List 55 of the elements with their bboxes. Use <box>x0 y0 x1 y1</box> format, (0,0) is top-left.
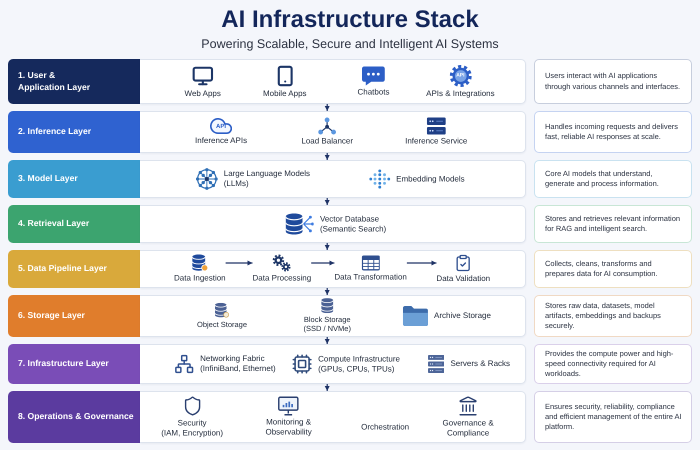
component-label: Monitoring & Observability <box>264 418 313 438</box>
component-label: Data Transformation <box>334 272 407 282</box>
layer-panel <box>140 160 526 198</box>
component-label: Orchestration <box>361 422 410 432</box>
component-label: Archive Storage <box>434 311 491 321</box>
arrow <box>324 104 330 111</box>
title: AI Infrastructure Stack <box>221 5 479 34</box>
component-label: Data Validation <box>436 274 490 284</box>
component-label: APIs & Integrations <box>426 88 495 98</box>
component-label: Web Apps <box>184 88 221 98</box>
layer-label: 2. Inference Layer <box>8 111 140 153</box>
layer-panel <box>140 391 526 443</box>
arrow <box>324 153 330 160</box>
component-label: Inference Service <box>405 136 468 146</box>
component-label: Data Processing <box>252 274 312 284</box>
component-label: Chatbots <box>358 87 390 97</box>
layer-label: 5. Data Pipeline Layer <box>8 250 140 288</box>
arrow <box>324 288 330 295</box>
layer-panel <box>140 205 526 243</box>
layer-panel <box>140 344 526 384</box>
layer-label: 4. Retrieval Layer <box>8 205 140 243</box>
component-label: Data Ingestion <box>174 274 226 284</box>
layer-panel <box>140 59 526 104</box>
layer-label: 8. Operations & Governance <box>8 391 140 443</box>
component-label: Security <box>178 418 207 428</box>
layer-panel <box>140 295 526 337</box>
layer-panel <box>140 250 526 288</box>
component-label: (LLMs) <box>224 179 249 189</box>
component-label: Large Language Models <box>224 169 310 179</box>
arrow <box>324 243 330 250</box>
component-label: Compute Infrastructure <box>318 354 400 364</box>
arrow <box>324 337 330 344</box>
component-label: (IAM, Encryption) <box>161 428 223 438</box>
subtitle: Powering Scalable, Secure and Intelligent AI Systems <box>201 36 499 52</box>
layer-label: 3. Model Layer <box>8 160 140 198</box>
arrow <box>311 260 334 266</box>
arrow <box>226 260 252 266</box>
component-label: Governance & Compliance <box>442 418 495 438</box>
arrow <box>324 198 330 205</box>
component-label: Inference APIs <box>195 136 248 146</box>
component-label: Servers & Racks <box>450 359 510 369</box>
arrow <box>324 384 330 391</box>
arrow <box>406 260 436 266</box>
layer-label: 1. User & Application Layer <box>8 59 140 104</box>
layer-panel <box>140 111 526 153</box>
component-label: (Semantic Search) <box>320 224 386 234</box>
component-label: Load Balancer <box>301 136 353 146</box>
layer-label: 7. Infrastructure Layer <box>8 344 140 384</box>
component-label: (InfiniBand, Ethernet) <box>200 364 276 374</box>
layer-label: 6. Storage Layer <box>8 295 140 337</box>
component-label: Vector Database <box>320 214 380 224</box>
component-label: Networking Fabric <box>200 354 265 364</box>
component-label: (GPUs, CPUs, TPUs) <box>318 364 394 374</box>
component-label: Embedding Models <box>396 174 465 184</box>
component-label: Mobile Apps <box>262 88 307 98</box>
